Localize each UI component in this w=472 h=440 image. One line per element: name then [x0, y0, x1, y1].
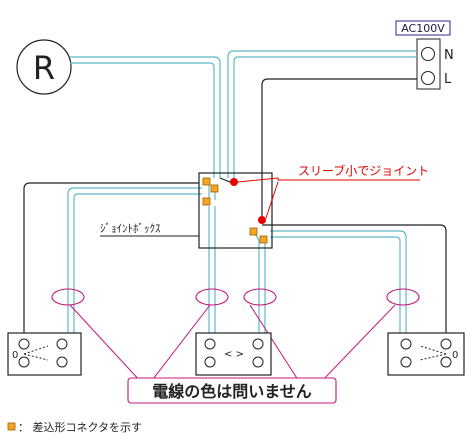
- color-note: 電線の色は問いません: [152, 382, 312, 401]
- cable-power-outer: [227, 50, 417, 178]
- sleeve-joint-right: [258, 216, 266, 224]
- switch-right-label: 0: [452, 350, 458, 361]
- cyan-cables: [67, 50, 417, 333]
- connector-3: [202, 197, 211, 206]
- switch-right: 0: [387, 332, 465, 376]
- junction-box-label: ｼﾞｮｲﾝﾄﾎﾞｯｸｽ: [100, 222, 161, 235]
- color-note-leaders: [69, 304, 396, 384]
- switch-center: < >: [195, 332, 272, 376]
- bundle-right-center: [243, 288, 277, 306]
- cable-lamp-inner: [70, 62, 215, 178]
- bundle-right: [386, 288, 420, 306]
- cable-power-inner: [233, 56, 417, 178]
- wire-box-to-left-sw: [23, 182, 199, 333]
- switch-left: 0: [7, 332, 82, 376]
- terminal-n-screw: [421, 47, 435, 61]
- dark-wires: [23, 78, 447, 333]
- cable-right-sw-outer: [270, 230, 407, 333]
- cable-left-sw-inner: [73, 193, 202, 333]
- lamp-label: R: [33, 49, 55, 87]
- color-note-box: [127, 377, 337, 404]
- junction-box: [198, 172, 273, 249]
- legend-connector-swatch: [7, 422, 16, 431]
- cable-left-sw-outer: [67, 187, 202, 333]
- connector-5: [259, 235, 268, 244]
- cable-right-sw-inner: [270, 236, 401, 333]
- wire-box-to-right-sw: [262, 224, 447, 333]
- bundle-markers: [51, 288, 420, 306]
- cable-lamp-outer: [70, 56, 221, 178]
- connector-2: [210, 184, 219, 193]
- power-label: AC100V: [401, 22, 445, 35]
- sleeve-note-leader: [237, 177, 420, 219]
- terminal-l-label: L: [444, 72, 452, 87]
- switch-left-label: 0: [12, 350, 18, 361]
- connector-1: [202, 177, 211, 186]
- terminal-l-screw: [421, 71, 435, 85]
- sleeve-note: スリーブ小でジョイント: [298, 163, 429, 178]
- legend-text: ： 差込形コネクタを示す: [18, 420, 142, 434]
- wire-l-to-box: [261, 78, 417, 218]
- lamp-circle: [16, 39, 72, 95]
- bundle-left: [51, 288, 85, 306]
- power-label-box: [395, 20, 451, 36]
- connectors: [202, 177, 268, 244]
- terminal-n-label: N: [444, 48, 454, 63]
- bundle-center: [195, 288, 229, 306]
- sleeve-joint-top: [230, 178, 238, 186]
- connector-4: [249, 227, 258, 236]
- switch-center-label: < >: [224, 349, 244, 360]
